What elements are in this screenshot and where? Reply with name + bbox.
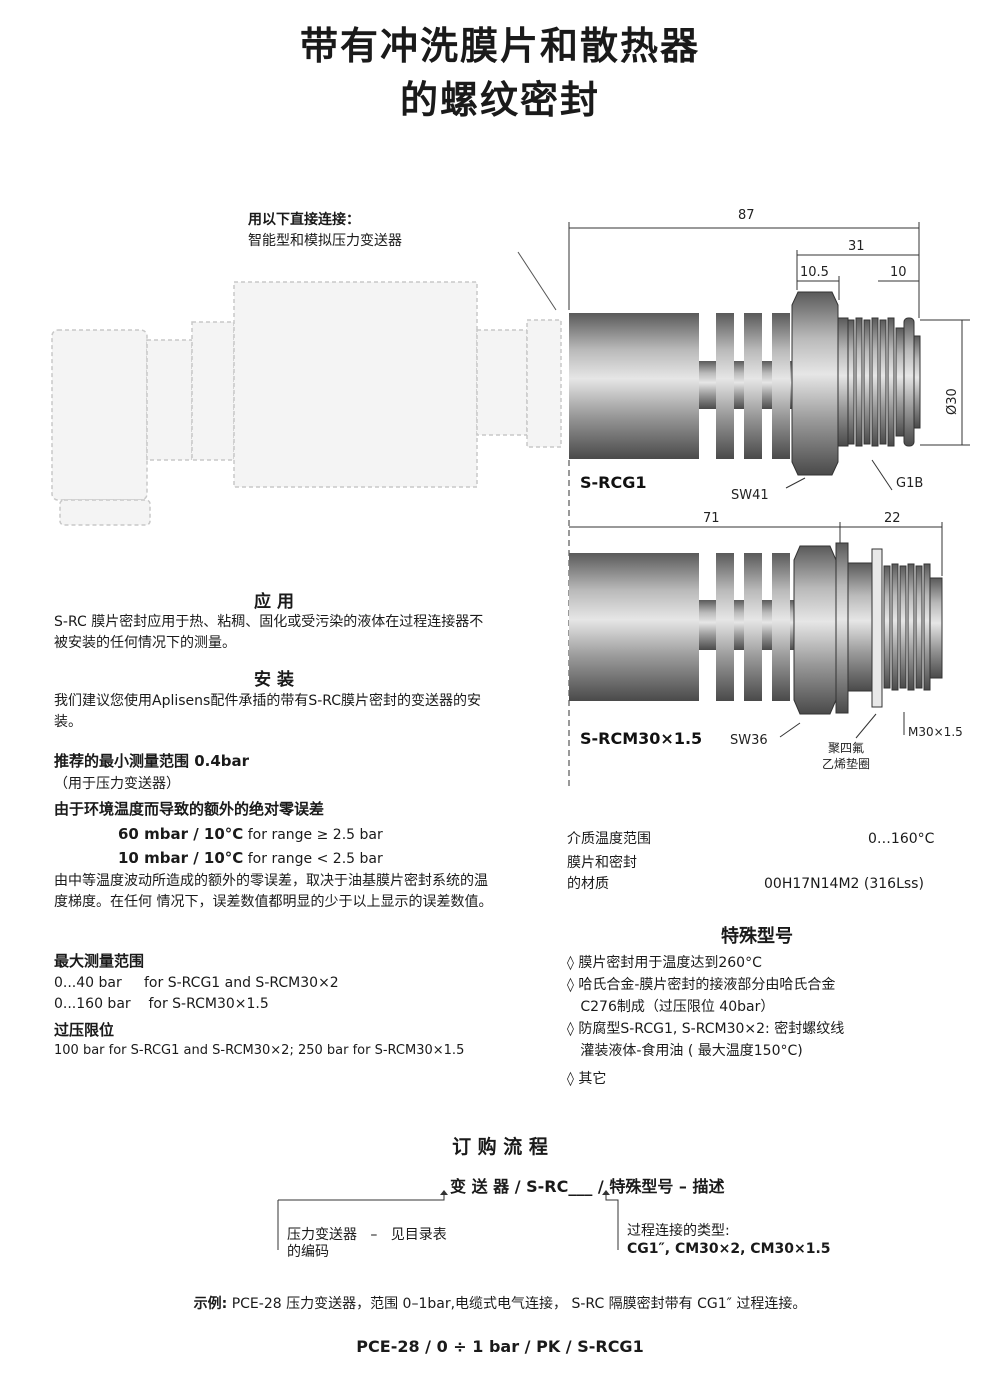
order-example: 示例: PCE-28 压力变送器，范围 0–1bar,电缆式电气连接， S-RC… — [0, 1294, 1000, 1315]
zero-error-row1-value: 60 mbar / 10°C — [118, 825, 244, 843]
min-range-label: 推荐的最小测量范围 0.4bar — [54, 752, 250, 770]
connect-note-bold: 用以下直接连接： — [248, 212, 360, 228]
special-item-5: 灌装液体-食用油 ( 最大温度150°C) — [567, 1043, 803, 1059]
zero-error-row1-range: for range ≥ 2.5 bar — [243, 827, 383, 843]
zero-error-row1: 60 mbar / 10°C for range ≥ 2.5 bar — [118, 823, 383, 846]
sw36-label: SW36 — [730, 733, 768, 748]
m30-label: M30×1.5 — [908, 725, 963, 739]
order-connector-lines — [277, 1190, 619, 1250]
temp-label: 介质温度范围 — [567, 831, 651, 847]
gasket-label-2: 乙烯垫圈 — [822, 756, 870, 771]
overpressure-text: 100 bar for S-RCG1 and S-RCM30×2; 250 ba… — [54, 1043, 465, 1058]
s-rcm30-drawing — [569, 542, 943, 715]
dim-22: 22 — [884, 511, 901, 526]
zero-error-row2: 10 mbar / 10°C for range < 2.5 bar — [118, 847, 383, 870]
zero-error-row2-range: for range < 2.5 bar — [243, 851, 383, 867]
install-heading: 安 装 — [254, 670, 294, 690]
g1b-label: G1B — [896, 476, 923, 491]
s-rcm30-label: S-RCM30×1.5 — [580, 729, 702, 748]
dim-87: 87 — [738, 208, 755, 223]
s-rcg1-drawing — [569, 291, 921, 476]
zero-error-heading: 由于环境温度而导致的额外的绝对零误差 — [54, 800, 325, 818]
order-code: PCE-28 / 0 ÷ 1 bar / PK / S-RCG1 — [356, 1337, 644, 1356]
order-right-box-2: CG1″, CM30×2, CM30×1.5 — [627, 1241, 831, 1257]
order-left-box-1: 压力变送器 – 见目录表 — [287, 1227, 447, 1243]
dim-71: 71 — [703, 511, 720, 526]
max-range-row1: 0...40 bar for S-RCG1 and S-RCM30×2 — [54, 975, 339, 991]
dim-31: 31 — [848, 239, 865, 254]
page-title-line2: 的螺纹密封 — [399, 78, 600, 122]
zero-error-row2-value: 10 mbar / 10°C — [118, 849, 244, 867]
temp-value: 0…160°C — [868, 831, 935, 847]
order-example-label: 示例: — [193, 1296, 228, 1312]
technical-drawing: 87 31 10.5 10 Ø30 S-RCG1 SW41 G1B 71 22 … — [51, 208, 970, 790]
dim-d30: Ø30 — [945, 388, 960, 415]
dim-10-5: 10.5 — [800, 265, 829, 280]
special-item-1: ◊ 膜片密封用于温度达到260°C — [567, 955, 762, 971]
material-value: 00H17N14M2 (316Lss) — [764, 876, 924, 892]
special-item-4: ◊ 防腐型S-RCG1, S-RCM30×2: 密封螺纹线 — [567, 1021, 845, 1037]
max-range-row2: 0...160 bar for S-RCM30×1.5 — [54, 996, 269, 1012]
material-label-1: 膜片和密封 — [567, 855, 637, 871]
install-text: 我们建议您使用Aplisens配件承插的带有S-RC膜片密封的变送器的安装。 — [54, 693, 482, 730]
min-range-note: （用于压力变送器） — [54, 776, 180, 792]
dim-10: 10 — [890, 265, 907, 280]
sw41-label: SW41 — [731, 488, 769, 503]
ghost-transmitter — [51, 281, 562, 526]
special-item-3: C276制成（过压限位 40bar） — [567, 999, 775, 1015]
material-label-2: 的材质 — [567, 876, 609, 892]
gasket-label-1: 聚四氟 — [828, 741, 864, 755]
order-formula: 变 送 器 / S-RC___ / 特殊型号 – 描述 — [450, 1177, 725, 1196]
special-item-2: ◊ 哈氏合金-膜片密封的接液部分由哈氏合金 — [567, 977, 836, 993]
max-range-heading: 最大测量范围 — [54, 952, 145, 970]
order-left-box-2: 的编码 — [287, 1244, 329, 1260]
special-item-6: ◊ 其它 — [567, 1071, 607, 1087]
page-title-line1: 带有冲洗膜片和散热器 — [299, 24, 700, 68]
order-heading: 订 购 流 程 — [452, 1136, 548, 1158]
overpressure-heading: 过压限位 — [54, 1021, 115, 1039]
s-rcg1-label: S-RCG1 — [580, 473, 647, 492]
application-heading: 应 用 — [254, 592, 294, 612]
special-heading: 特殊型号 — [721, 926, 793, 947]
application-text: S-RC 膜片密封应用于热、粘稠、固化或受污染的液体在过程连接器不被安装的任何情… — [54, 614, 484, 651]
order-example-text: PCE-28 压力变送器，范围 0–1bar,电缆式电气连接， S-RC 隔膜密… — [227, 1296, 807, 1312]
zero-error-text: 由中等温度波动所造成的额外的零误差，取决于油基膜片密封系统的温度梯度。在任何 情… — [54, 873, 493, 910]
order-right-box-1: 过程连接的类型: — [627, 1223, 730, 1239]
connect-note-text: 智能型和模拟压力变送器 — [248, 233, 402, 249]
